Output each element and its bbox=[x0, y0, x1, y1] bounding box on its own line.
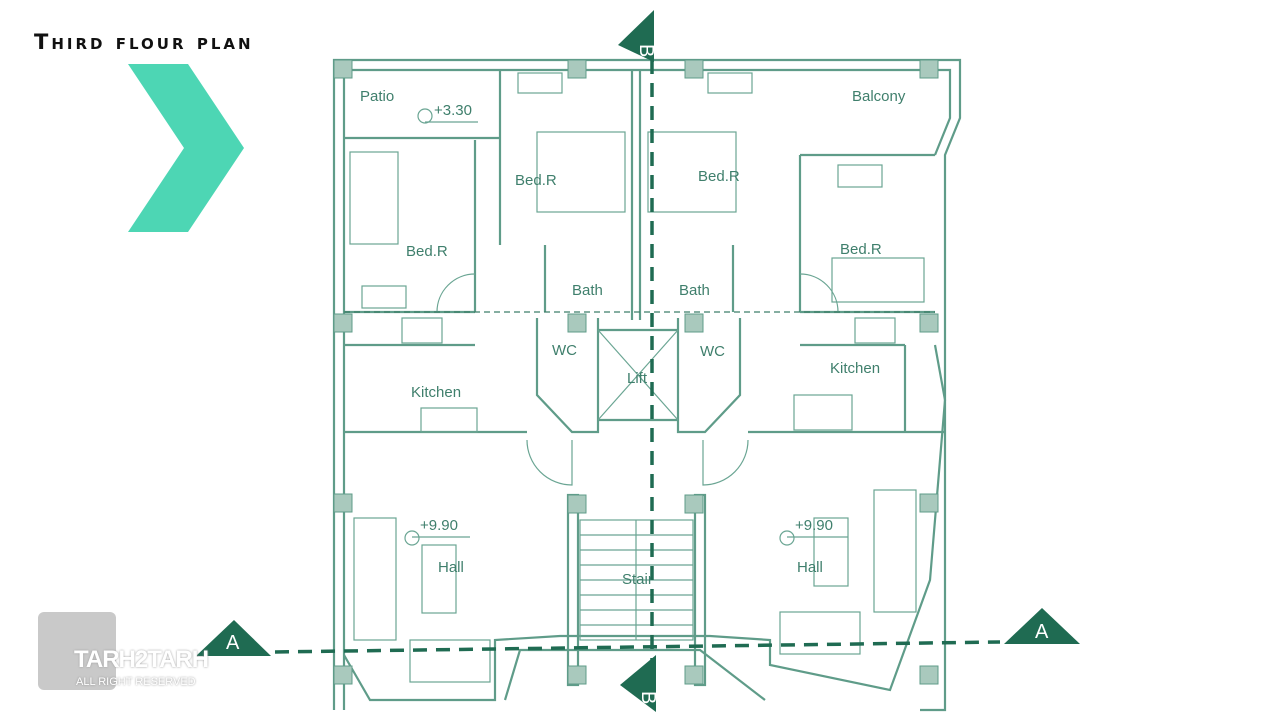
logo-rights: ALL RIGHT RESERVED bbox=[76, 676, 196, 688]
room-label-bed-4: Bed.R bbox=[840, 241, 882, 258]
room-label-hall-2: Hall bbox=[797, 559, 823, 576]
room-label-kitchen-2: Kitchen bbox=[830, 360, 880, 377]
section-marker-a-left bbox=[196, 620, 271, 656]
room-label-lift: Lift bbox=[627, 370, 648, 387]
logo-name: TARH2TARH bbox=[74, 646, 209, 673]
section-label-b-bottom: B bbox=[637, 691, 659, 704]
section-marker-b-top bbox=[618, 10, 654, 62]
level-marker-hall-1 bbox=[404, 530, 470, 546]
room-label-bed-3: Bed.R bbox=[698, 168, 740, 185]
columns bbox=[333, 59, 939, 685]
room-label-wc-1: WC bbox=[552, 342, 577, 359]
level-marker-hall-2 bbox=[779, 530, 848, 546]
room-label-hall-1: Hall bbox=[438, 559, 464, 576]
level-marker-patio bbox=[417, 108, 478, 124]
page-title: Third flour plan bbox=[34, 30, 254, 54]
section-label-b-top: B bbox=[635, 44, 657, 57]
level-hall-1: +9.90 bbox=[420, 517, 458, 534]
section-marker-b-bottom bbox=[620, 655, 656, 712]
watermark-logo: TARH2TARH ALL RIGHT RESERVED bbox=[36, 612, 222, 692]
stair-treads bbox=[579, 519, 694, 641]
level-patio: +3.30 bbox=[434, 102, 472, 119]
room-label-bath-2: Bath bbox=[679, 282, 710, 299]
section-line-a bbox=[274, 640, 1001, 654]
room-label-kitchen-1: Kitchen bbox=[411, 384, 461, 401]
room-label-patio: Patio bbox=[360, 88, 394, 105]
level-hall-2: +9.90 bbox=[795, 517, 833, 534]
walls bbox=[332, 58, 962, 712]
room-label-wc-2: WC bbox=[700, 343, 725, 360]
room-label-bed-1: Bed.R bbox=[406, 243, 448, 260]
room-label-balcony: Balcony bbox=[852, 88, 906, 105]
section-label-a-right: A bbox=[1035, 621, 1049, 643]
logo-column-icon bbox=[38, 612, 116, 690]
section-label-a-left: A bbox=[226, 632, 240, 654]
furniture bbox=[349, 72, 925, 683]
room-label-stair: Stair bbox=[622, 571, 653, 588]
section-marker-a-right bbox=[1004, 608, 1080, 644]
room-label-bed-2: Bed.R bbox=[515, 172, 557, 189]
chevron-arrow bbox=[128, 64, 244, 232]
room-label-bath-1: Bath bbox=[572, 282, 603, 299]
